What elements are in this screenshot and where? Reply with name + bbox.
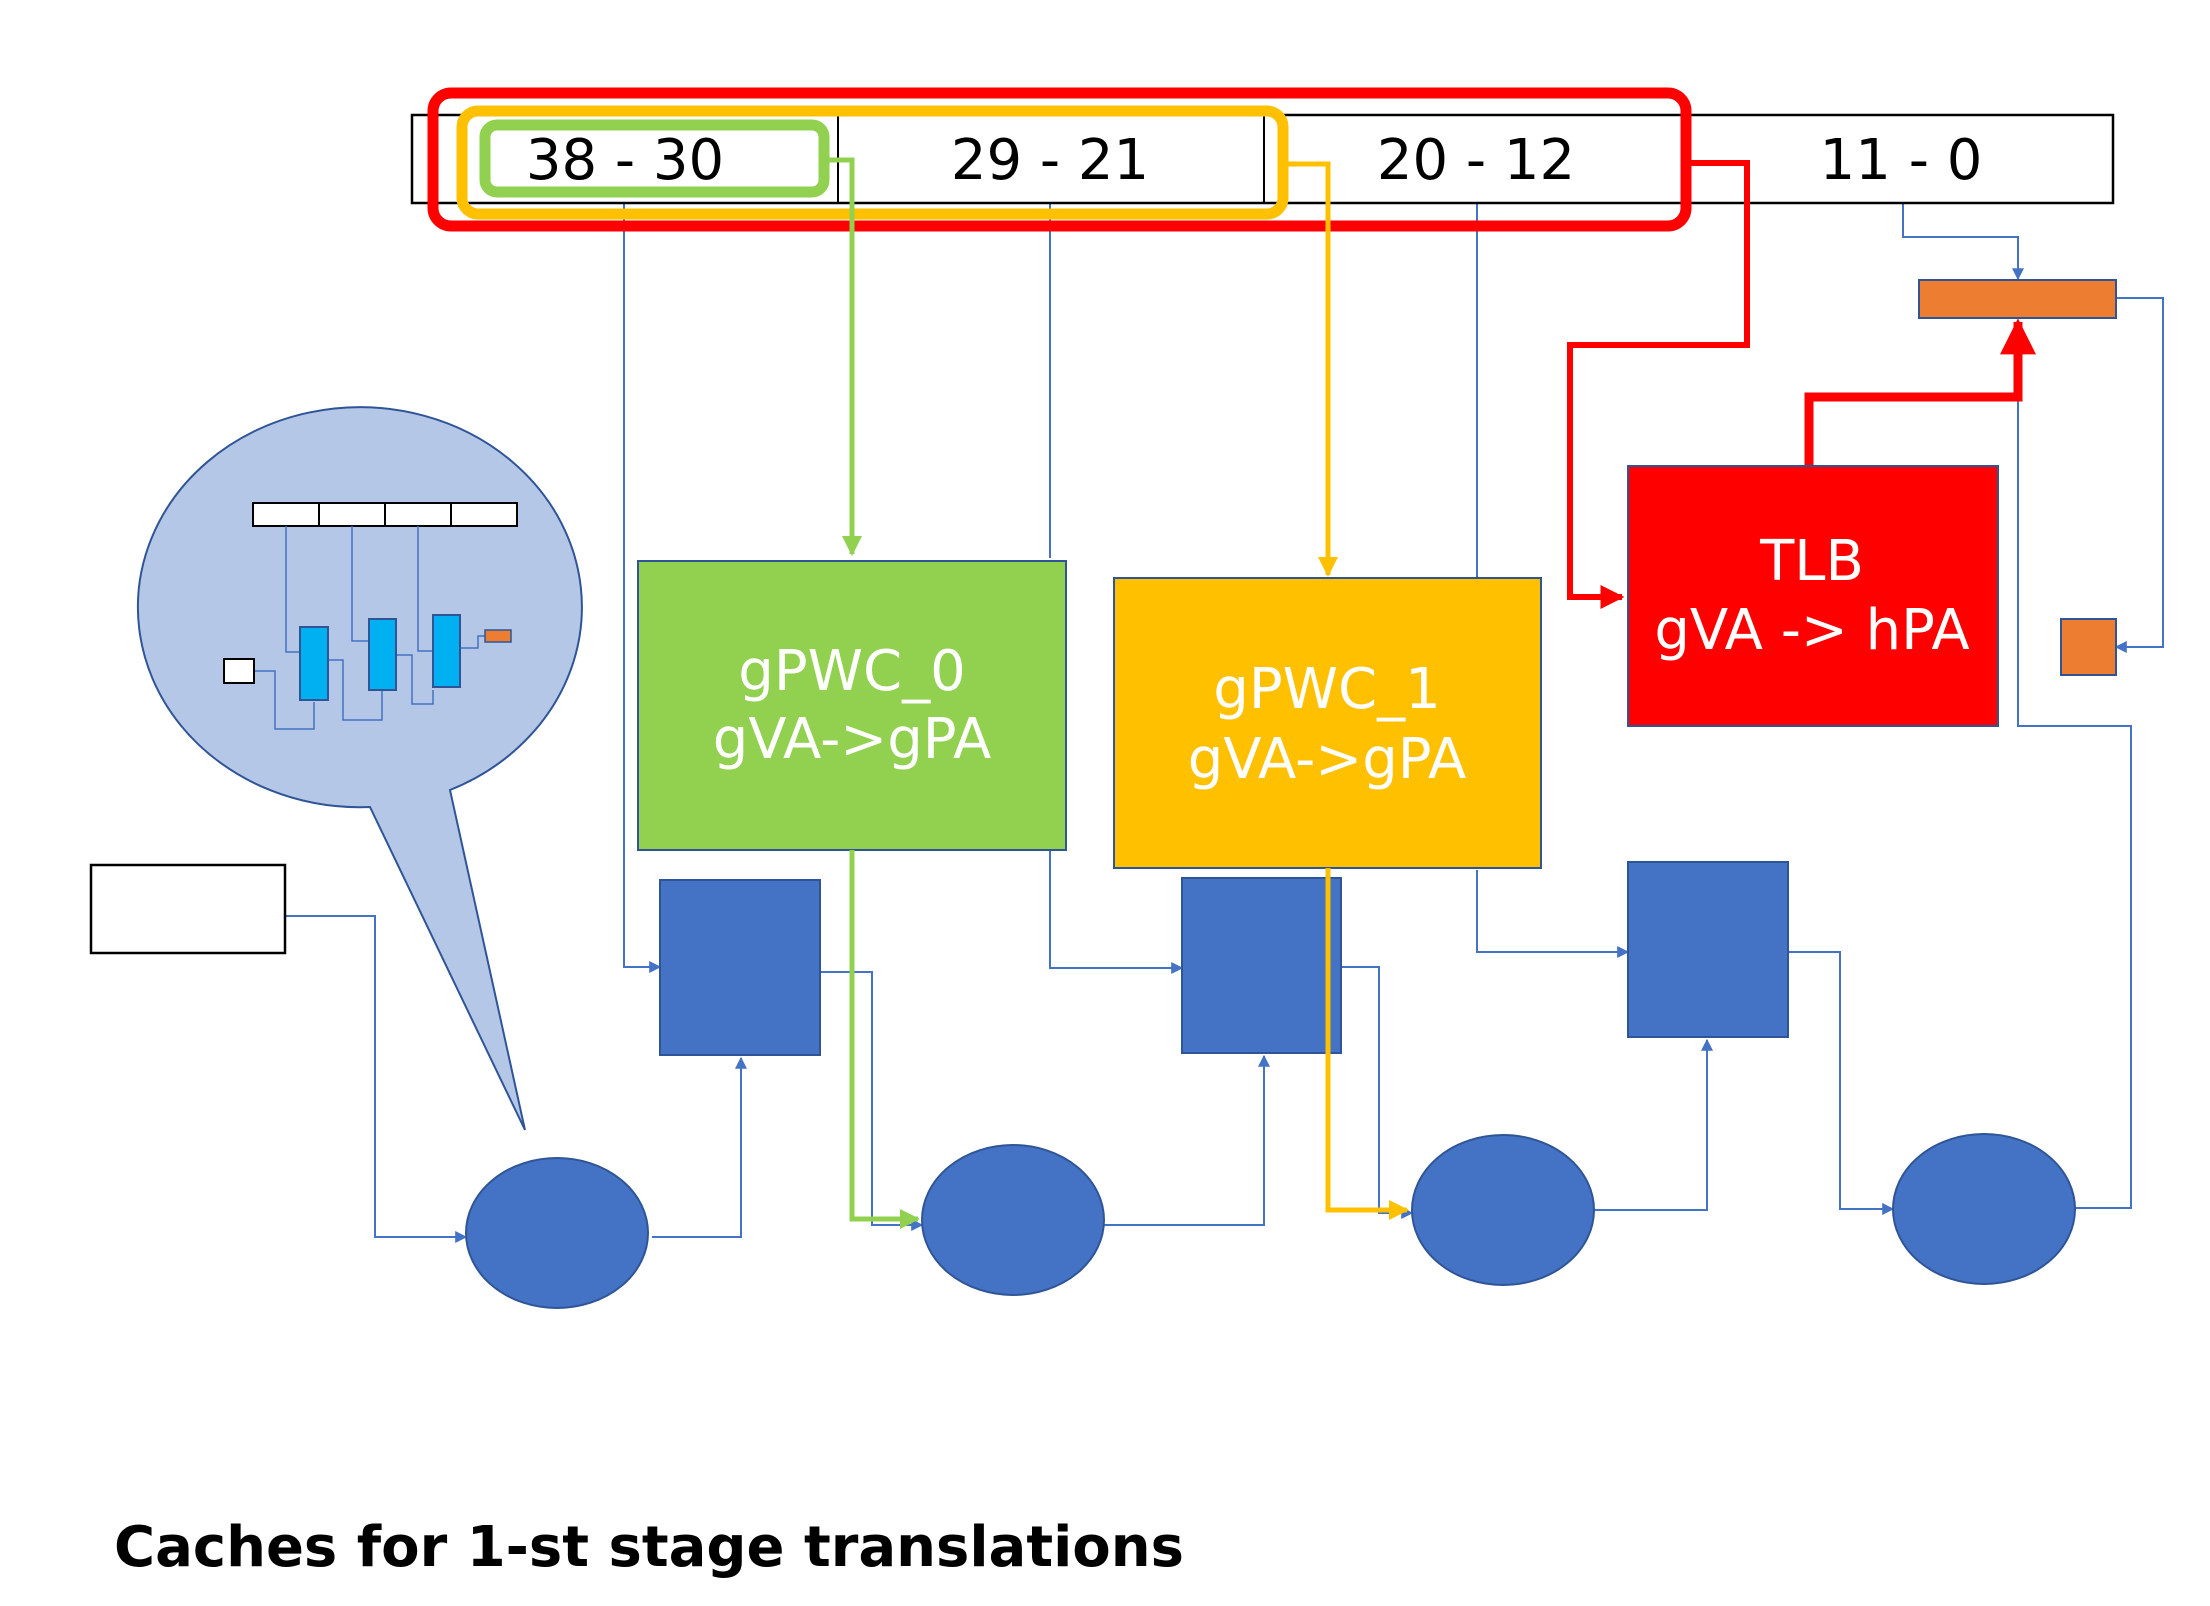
tlb-cache: TLB gVA -> hPA — [1627, 465, 1999, 727]
tlb-name: TLB — [1759, 529, 1864, 594]
connector-block-1-to-node-2 — [820, 971, 924, 1231]
mini-root-box — [223, 658, 255, 684]
diagram-caption: Caches for 1-st stage translations — [114, 1515, 1184, 1580]
gpwc1-box — [1113, 577, 1542, 869]
connector-node-3-to-block-3 — [1594, 1038, 1713, 1211]
mini-block-3 — [432, 614, 461, 688]
gpwc1-output-path — [1325, 868, 1409, 1220]
tlb-box — [1627, 465, 1999, 727]
tlb-output-path — [1804, 318, 2036, 466]
gpwc1-mapping: gVA->gPA — [1188, 727, 1467, 792]
connector-node-4-to-result — [2017, 330, 2132, 1209]
walk-node-1 — [465, 1157, 649, 1309]
connector-node-1-to-block-1 — [652, 1056, 747, 1238]
walk-node-2 — [921, 1144, 1105, 1296]
output-address-slot — [1918, 279, 2117, 319]
tlb-tag-highlight — [427, 87, 1692, 232]
walk-block-2 — [1181, 877, 1342, 1054]
connector-field-11-0-to-output — [1902, 203, 2024, 281]
walk-block-3 — [1627, 861, 1789, 1038]
mini-walk-connectors — [254, 526, 485, 730]
gpwc0-name: gPWC_0 — [738, 639, 965, 704]
gpwc0-cache: gPWC_0 gVA->gPA — [637, 560, 1067, 851]
gpwc0-box — [637, 560, 1067, 851]
final-page-slot — [2060, 618, 2117, 676]
walk-connectors — [285, 203, 2164, 1243]
connector-output-to-final-page — [2114, 297, 2164, 653]
gpwc1-name: gPWC_1 — [1213, 657, 1440, 722]
mini-block-1 — [299, 626, 329, 701]
connector-field-29-21-to-block-2b — [1049, 850, 1184, 974]
tlb-tag-path — [1567, 160, 1750, 609]
callout-shape — [136, 406, 583, 1131]
callout-bubble — [136, 406, 583, 1131]
gpwc1-cache: gPWC_1 gVA->gPA — [1113, 577, 1542, 869]
tlb-mapping: gVA -> hPA — [1654, 598, 1969, 663]
guest-root-box — [89, 863, 287, 955]
gpwc0-output-path — [849, 850, 920, 1229]
address-field-11-0: 11 - 0 — [1820, 128, 1983, 193]
gpwc1-tag-path — [1283, 161, 1338, 577]
connector-block-3-to-node-4 — [1788, 951, 1895, 1215]
walk-node-4 — [1892, 1133, 2076, 1285]
virtual-address-register: 38 - 30 29 - 21 20 - 12 11 - 0 — [410, 113, 2115, 205]
connector-block-2-to-node-3 — [1341, 966, 1414, 1219]
gpwc0-tag-path — [824, 157, 862, 556]
gpwc0-mapping: gVA->gPA — [713, 707, 992, 772]
address-field-38-30: 38 - 30 — [526, 128, 724, 193]
connector-field-38-30-to-block-1 — [623, 203, 662, 973]
walk-block-1 — [659, 879, 821, 1056]
address-field-29-21: 29 - 21 — [951, 128, 1149, 193]
connector-field-20-12-to-block-3b — [1476, 870, 1630, 958]
mini-address-register — [252, 502, 518, 527]
connector-guest-root-to-node-1 — [285, 915, 468, 1243]
address-field-20-12: 20 - 12 — [1377, 128, 1575, 193]
mini-block-2 — [368, 618, 397, 691]
mini-output-slot — [484, 629, 512, 643]
walk-node-3 — [1411, 1134, 1595, 1286]
connector-node-2-to-block-2 — [1104, 1054, 1270, 1226]
